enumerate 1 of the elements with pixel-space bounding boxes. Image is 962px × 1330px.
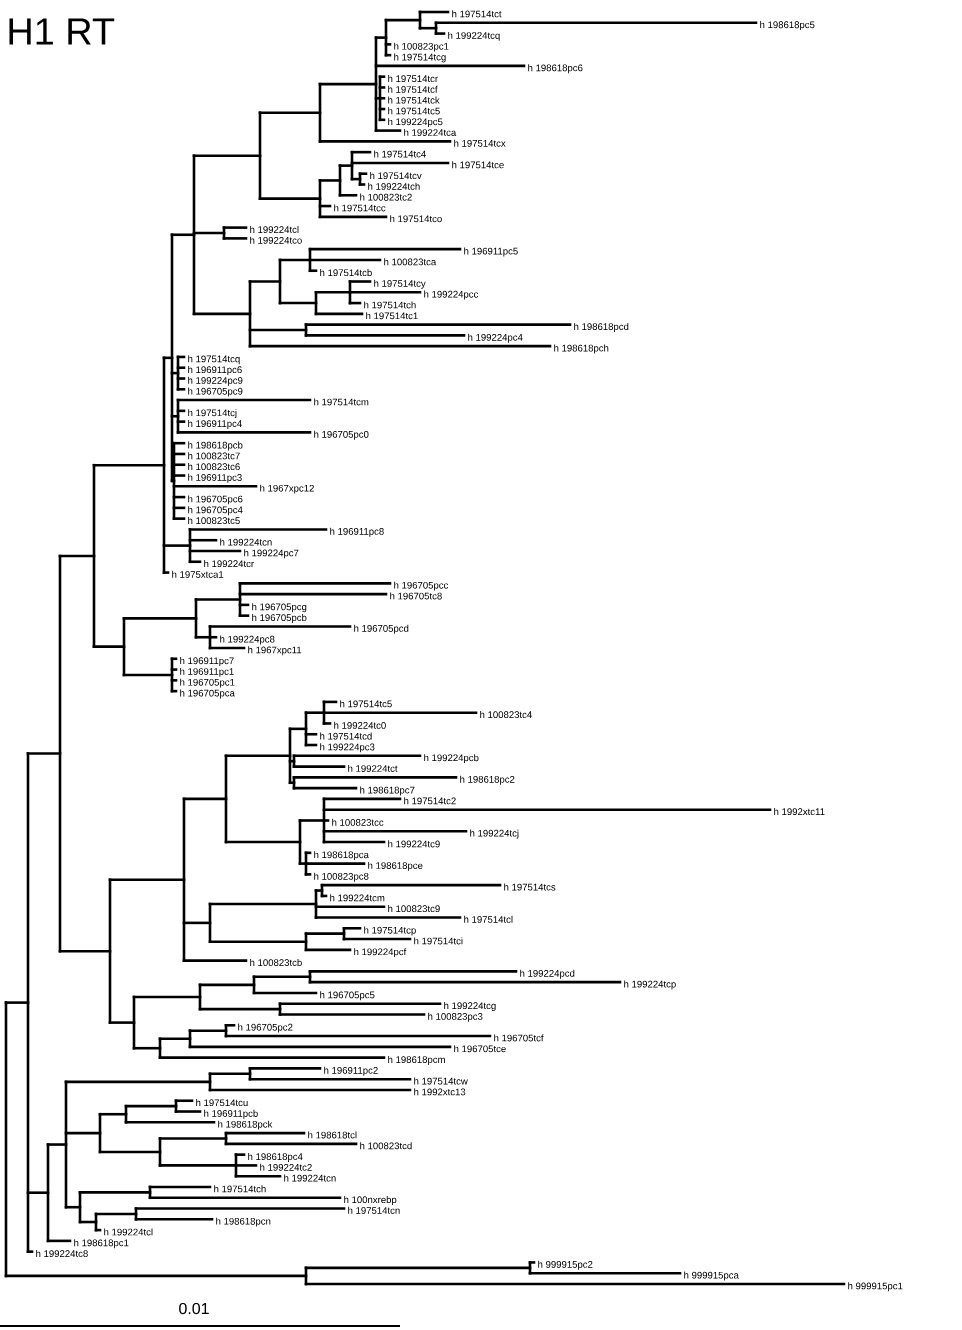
title: H1 RT <box>9 18 115 45</box>
